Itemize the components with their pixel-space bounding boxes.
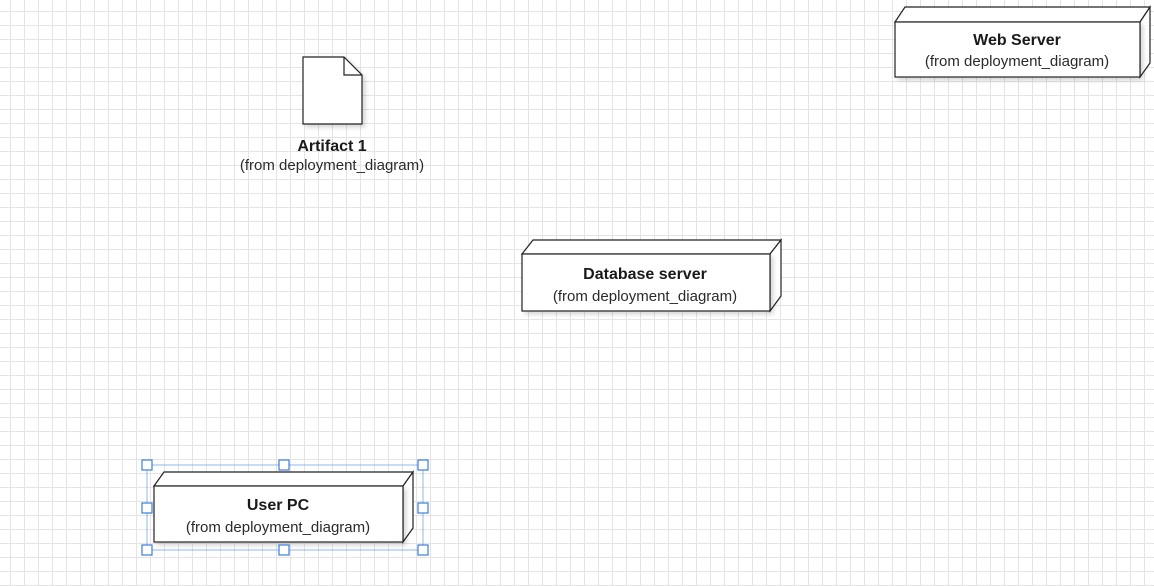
resize-handle-w[interactable] bbox=[141, 502, 153, 514]
node-user-pc[interactable]: User PC (from deployment_diagram) bbox=[152, 470, 415, 544]
resize-handle-se[interactable] bbox=[417, 544, 429, 556]
resize-handle-e[interactable] bbox=[417, 502, 429, 514]
resize-handle-s[interactable] bbox=[278, 544, 290, 556]
resize-handle-nw[interactable] bbox=[141, 459, 153, 471]
node-database-server[interactable]: Database server (from deployment_diagram… bbox=[520, 238, 783, 313]
resize-handle-ne[interactable] bbox=[417, 459, 429, 471]
resize-handle-n[interactable] bbox=[278, 459, 290, 471]
web-server-title: Web Server bbox=[973, 32, 1061, 49]
user-pc-origin: (from deployment_diagram) bbox=[186, 519, 370, 536]
artifact-origin: (from deployment_diagram) bbox=[239, 157, 425, 174]
artifact-1[interactable] bbox=[302, 56, 363, 125]
artifact-label: Artifact 1 (from deployment_diagram) bbox=[212, 137, 452, 175]
database-server-origin: (from deployment_diagram) bbox=[553, 288, 737, 305]
artifact-title: Artifact 1 bbox=[297, 138, 367, 155]
web-server-origin: (from deployment_diagram) bbox=[925, 53, 1109, 70]
selection-frame[interactable] bbox=[141, 459, 429, 556]
user-pc-title: User PC bbox=[247, 497, 310, 514]
database-server-title: Database server bbox=[583, 266, 707, 283]
node-web-server[interactable]: Web Server (from deployment_diagram) bbox=[893, 5, 1152, 79]
resize-handle-sw[interactable] bbox=[141, 544, 153, 556]
artifact-fold-icon bbox=[343, 57, 362, 76]
artifact-document-icon bbox=[302, 56, 363, 125]
